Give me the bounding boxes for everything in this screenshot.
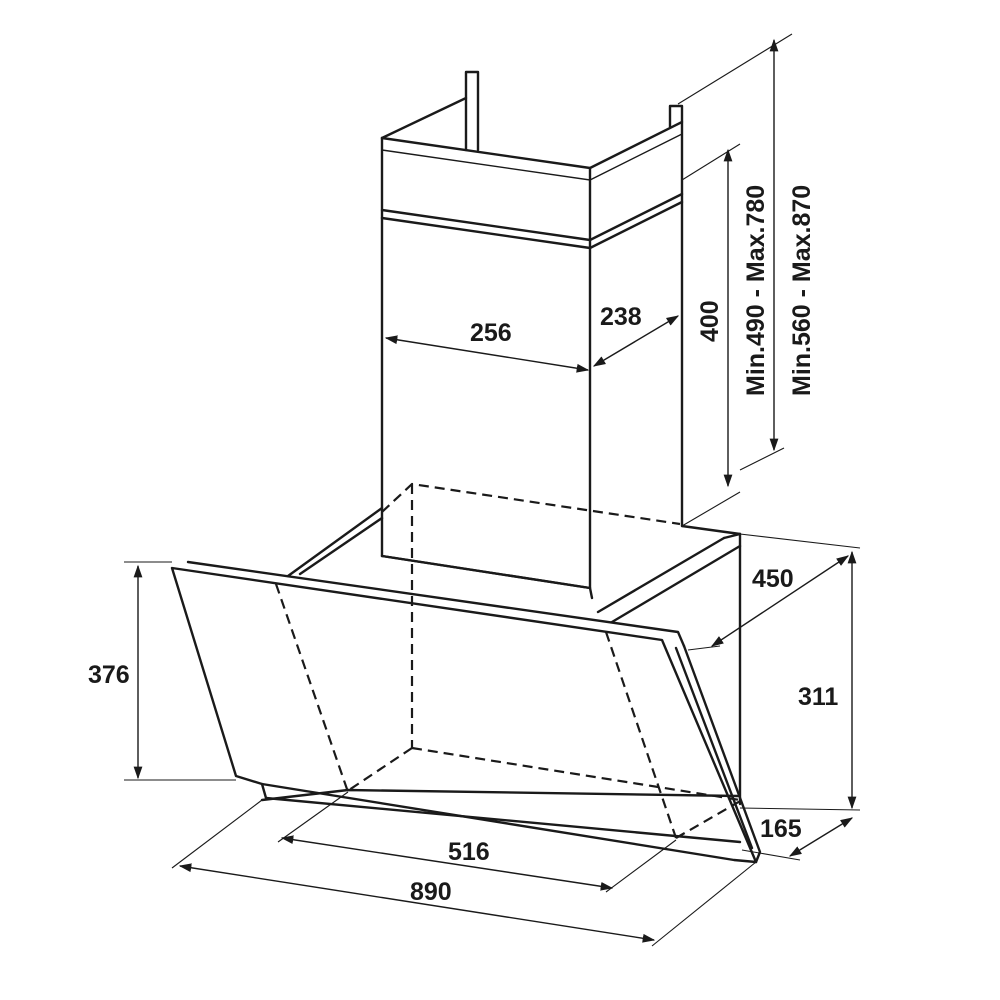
top-plate-inner-left [298,516,384,576]
label-body-height: 311 [798,683,838,711]
dimension-labels: 256 238 400 Min.490 - Max.780 Min.560 - … [88,185,838,906]
hidden-edges [274,482,743,839]
glass-panel-right-edge-2 [682,644,762,864]
chimney-upper-section [380,70,684,250]
hood-body [170,506,762,864]
top-plate-right-inner [596,536,726,614]
top-plate-back-right [680,524,742,536]
label-inner-width: 516 [448,838,490,866]
dim-450-line [710,555,850,647]
glass-panel-top-lip [186,560,686,648]
label-chimney-depth: 238 [600,303,642,331]
label-bottom-depth: 165 [760,815,802,843]
label-body-depth-top: 450 [752,565,794,593]
glass-panel-bottom-inner [260,782,742,844]
top-plate-right-outer [610,544,742,624]
label-overall-width: 890 [410,878,452,906]
label-range-outer: Min.560 - Max.870 [788,185,816,396]
glass-panel-right-edge [674,646,754,850]
label-front-height: 376 [88,661,130,689]
top-plate-inner-back [380,554,594,600]
dim-165-line [788,817,854,857]
extension-lines [124,33,861,947]
glass-panel-outer [170,566,758,864]
top-plate-back-edge [286,506,384,578]
dim-256-line [384,335,590,373]
dim-238-line [592,315,680,367]
dim-890-line [178,863,656,943]
label-range-inner: Min.490 - Max.780 [742,185,770,396]
chimney-lower-section [380,120,684,590]
body-bottom-edge [260,788,740,802]
label-chimney-width: 256 [470,319,512,347]
dimension-lines [133,38,857,943]
label-chimney-upper-height: 400 [696,300,724,342]
body-right-top-joint [722,532,742,540]
